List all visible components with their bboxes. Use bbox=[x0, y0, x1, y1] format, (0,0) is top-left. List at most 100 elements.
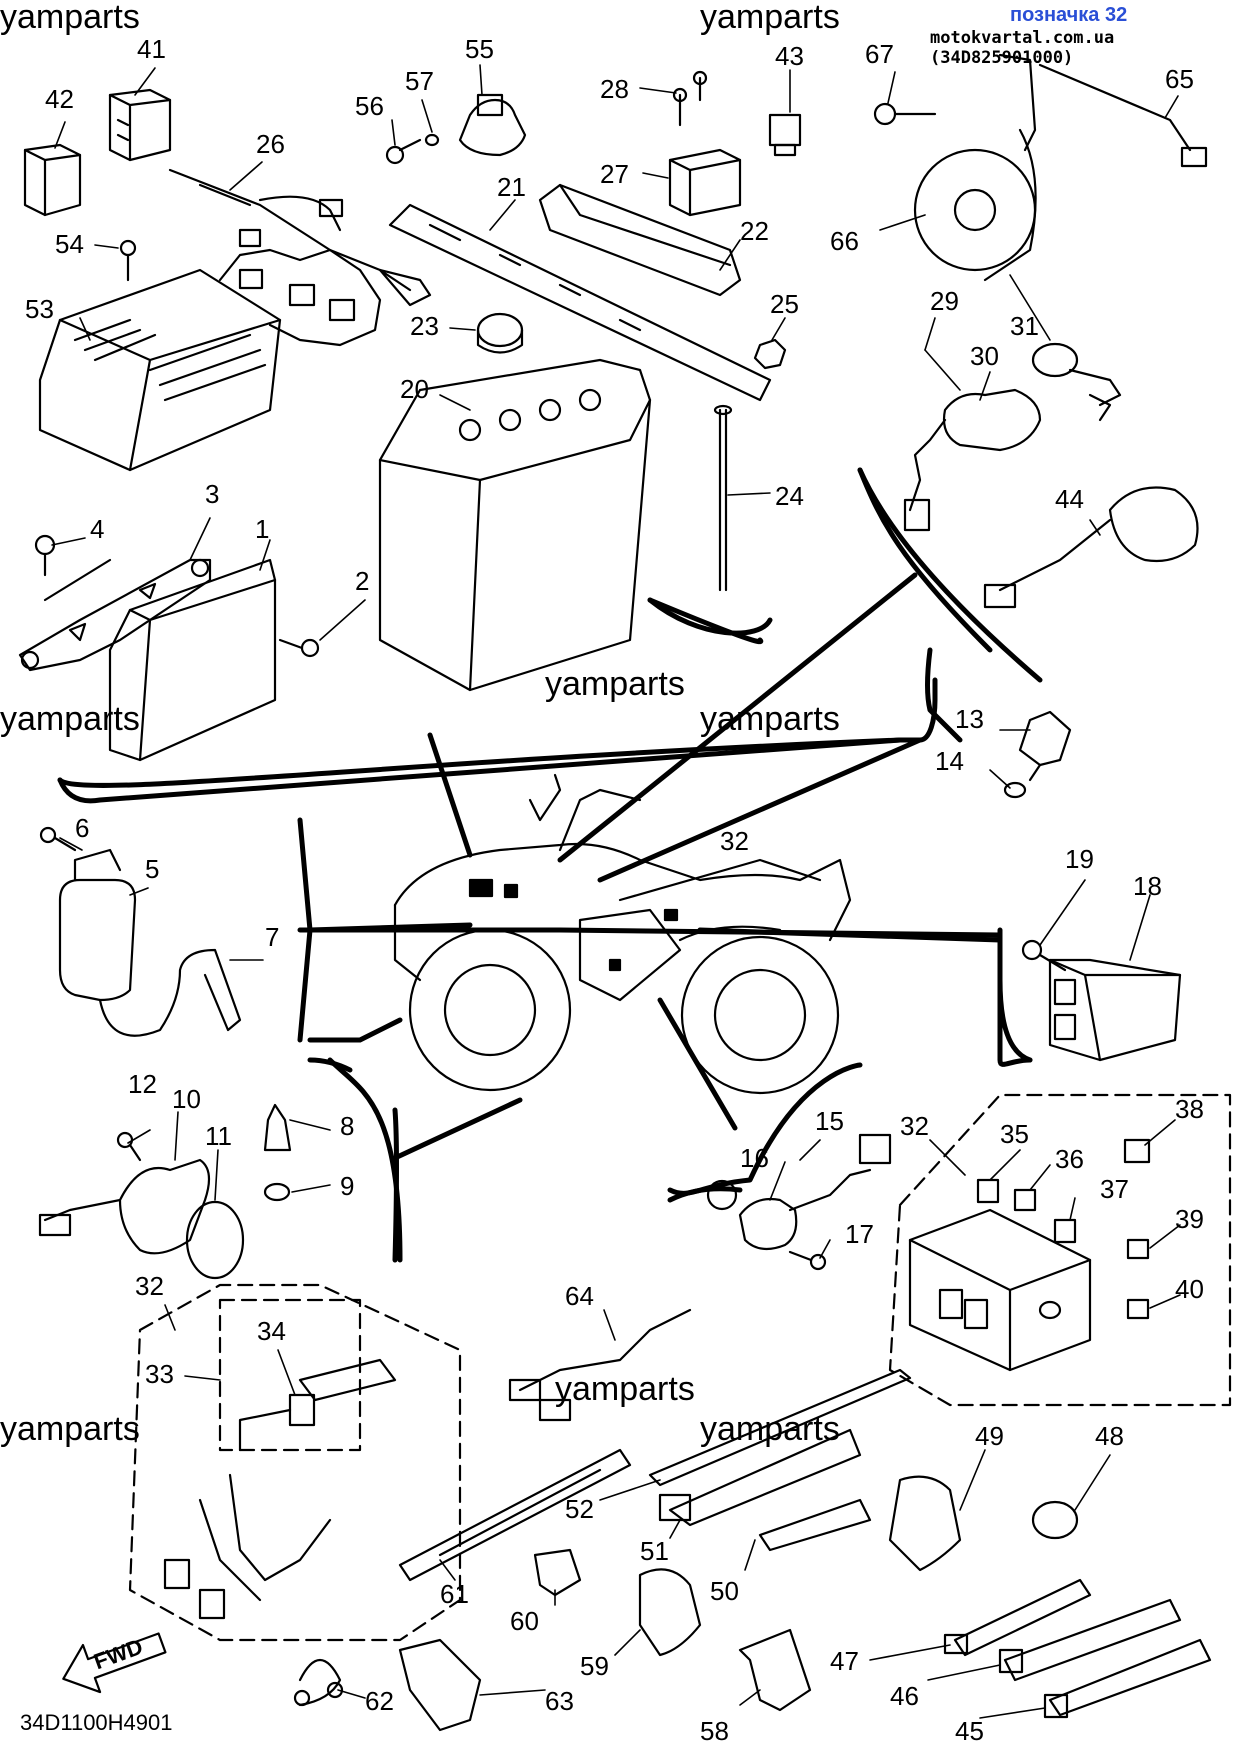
part-41-relay bbox=[108, 88, 172, 162]
label-part-21: 21 bbox=[497, 172, 526, 202]
part-46-band bbox=[998, 1598, 1182, 1682]
label-part-46: 46 bbox=[890, 1681, 919, 1711]
label-part-1: 1 bbox=[255, 514, 269, 544]
label-part-9: 9 bbox=[340, 1171, 354, 1201]
label-part-23: 23 bbox=[410, 311, 439, 341]
part-14-washer bbox=[1003, 781, 1027, 799]
part-19-bolt bbox=[1021, 939, 1067, 972]
part-39-fuse bbox=[1126, 1238, 1150, 1260]
part-9-washer bbox=[263, 1182, 291, 1202]
part-32-fuse-box bbox=[908, 1208, 1092, 1372]
part-36-fuse bbox=[1013, 1188, 1037, 1212]
diagram-code: 34D1100H4901 bbox=[20, 1710, 173, 1735]
label-part-48: 48 bbox=[1095, 1421, 1124, 1451]
part-48-clamp bbox=[1031, 1500, 1079, 1540]
callout-leaders bbox=[51, 64, 1181, 1719]
label-part-40: 40 bbox=[1175, 1274, 1204, 1304]
label-part-6: 6 bbox=[75, 813, 89, 843]
label-part-32-atv: 32 bbox=[720, 826, 749, 856]
part-5-coil bbox=[58, 848, 137, 1002]
label-part-64: 64 bbox=[565, 1281, 594, 1311]
part-50-band bbox=[758, 1498, 872, 1552]
label-part-50: 50 bbox=[710, 1576, 739, 1606]
part-17-bolt bbox=[788, 1250, 827, 1271]
part-43-relay bbox=[768, 113, 802, 157]
part-56-bolt bbox=[385, 138, 422, 165]
fwd-label: FWD bbox=[90, 1634, 146, 1675]
label-part-15: 15 bbox=[815, 1106, 844, 1136]
label-part-30: 30 bbox=[970, 341, 999, 371]
part-16-o-ring bbox=[706, 1179, 738, 1211]
label-part-31: 31 bbox=[1010, 311, 1039, 341]
label-part-37: 37 bbox=[1100, 1174, 1129, 1204]
part-6-bolt bbox=[39, 826, 77, 852]
part-numbers: 1 2 3 4 5 6 7 8 9 10 11 12 13 14 15 16 1… bbox=[25, 34, 1204, 1746]
label-part-29: 29 bbox=[930, 286, 959, 316]
part-67-bolt bbox=[873, 102, 937, 126]
label-part-60: 60 bbox=[510, 1606, 539, 1636]
part-10-sensor bbox=[38, 1158, 211, 1255]
label-part-42: 42 bbox=[45, 84, 74, 114]
label-part-39: 39 bbox=[1175, 1204, 1204, 1234]
label-part-10: 10 bbox=[172, 1084, 201, 1114]
part-34-connector bbox=[238, 1358, 397, 1452]
part-54-screw bbox=[119, 239, 137, 282]
label-part-33: 33 bbox=[145, 1359, 174, 1389]
part-45-band bbox=[1043, 1638, 1212, 1719]
part-47-band bbox=[943, 1578, 1092, 1657]
label-part-59: 59 bbox=[580, 1651, 609, 1681]
label-part-35: 35 bbox=[1000, 1119, 1029, 1149]
subkit-outline bbox=[218, 1298, 362, 1452]
label-part-34: 34 bbox=[257, 1316, 286, 1346]
label-part-43: 43 bbox=[775, 41, 804, 71]
fuse-kit-outline bbox=[888, 1093, 1232, 1407]
part-7-plug-cap bbox=[98, 948, 242, 1037]
label-part-54: 54 bbox=[55, 229, 84, 259]
part-64-lead bbox=[508, 1308, 692, 1422]
label-part-3: 3 bbox=[205, 479, 219, 509]
part-11-o-ring bbox=[185, 1200, 245, 1280]
part-25-nut bbox=[753, 338, 787, 370]
watermark-mid-right: yamparts bbox=[700, 700, 840, 738]
label-part-14: 14 bbox=[935, 746, 964, 776]
label-part-63: 63 bbox=[545, 1686, 574, 1716]
part-24-rod bbox=[713, 404, 733, 592]
label-part-12: 12 bbox=[128, 1069, 157, 1099]
diagram-tag: позначка 32 bbox=[1010, 4, 1128, 26]
watermark-low-left: yamparts bbox=[0, 1410, 140, 1448]
label-part-18: 18 bbox=[1133, 871, 1162, 901]
label-part-45: 45 bbox=[955, 1716, 984, 1746]
part-65-harness bbox=[998, 53, 1208, 168]
label-part-66: 66 bbox=[830, 226, 859, 256]
part-23-damper bbox=[476, 312, 524, 354]
label-part-22: 22 bbox=[740, 216, 769, 246]
part-57-washer bbox=[424, 133, 440, 147]
label-part-55: 55 bbox=[465, 34, 494, 64]
label-part-38: 38 bbox=[1175, 1094, 1204, 1124]
label-part-7: 7 bbox=[265, 922, 279, 952]
label-part-5: 5 bbox=[145, 854, 159, 884]
watermark-top-middle: yamparts bbox=[700, 0, 840, 36]
part-55-sensor bbox=[458, 93, 527, 157]
part-62-ring bbox=[293, 1659, 344, 1707]
label-part-16: 16 bbox=[740, 1143, 769, 1173]
label-part-2: 2 bbox=[355, 566, 369, 596]
label-part-53: 53 bbox=[25, 294, 54, 324]
part-42-relay bbox=[23, 143, 82, 217]
watermark-mid-center: yamparts bbox=[545, 665, 685, 703]
label-part-65: 65 bbox=[1165, 64, 1194, 94]
part-8-switch bbox=[263, 1103, 292, 1152]
part-15-sensor bbox=[738, 1133, 892, 1251]
part-37-fuse bbox=[1053, 1218, 1077, 1244]
watermarks: yamparts yamparts yamparts yamparts yamp… bbox=[0, 0, 840, 1448]
fwd-arrow bbox=[62, 1632, 167, 1694]
label-part-41: 41 bbox=[137, 34, 166, 64]
part-21-bracket bbox=[388, 203, 772, 402]
part-40-fuse bbox=[1126, 1298, 1150, 1320]
label-part-61: 61 bbox=[440, 1579, 469, 1609]
label-part-57: 57 bbox=[405, 66, 434, 96]
part-66-horn bbox=[913, 128, 1037, 282]
label-part-62: 62 bbox=[365, 1686, 394, 1716]
part-2-bolt bbox=[278, 638, 320, 658]
